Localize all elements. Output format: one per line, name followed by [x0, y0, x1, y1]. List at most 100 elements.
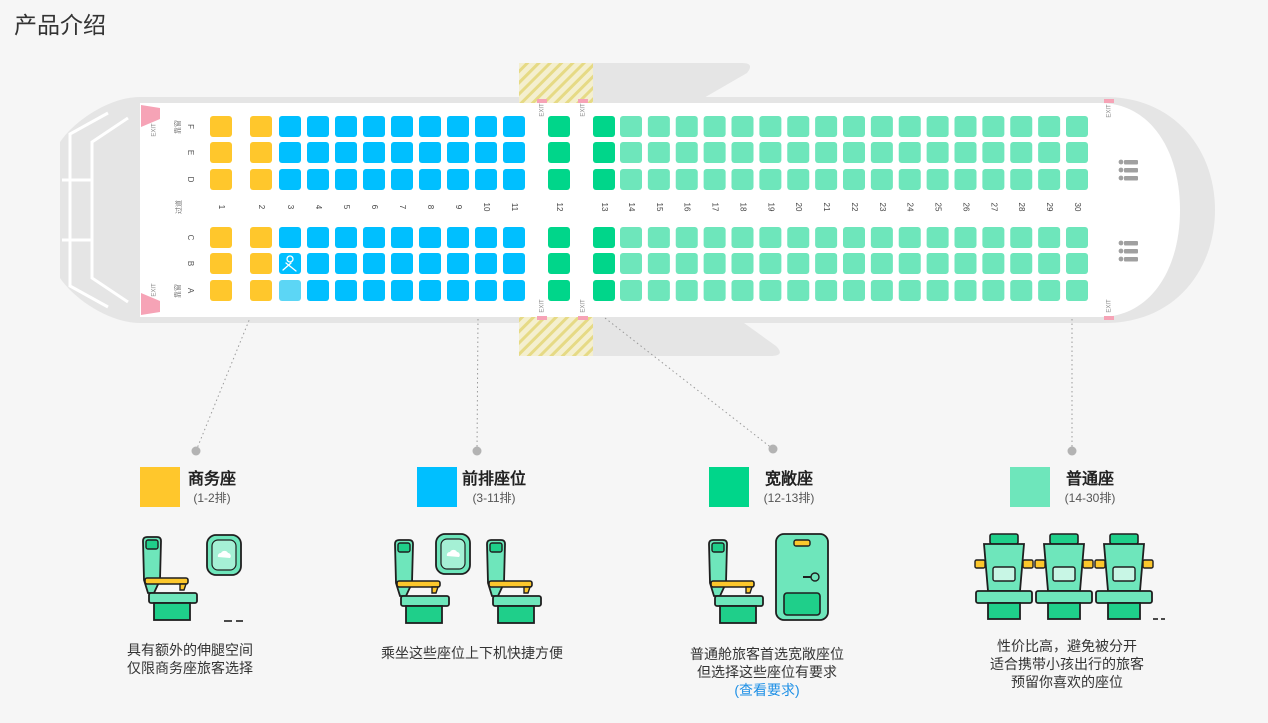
seat-24A[interactable] [898, 280, 921, 301]
seat-5E[interactable] [335, 142, 357, 163]
seat-30B[interactable] [1066, 253, 1088, 274]
seat-15C[interactable] [647, 227, 670, 248]
seat-27C[interactable] [982, 227, 1005, 248]
seat-22C[interactable] [843, 227, 865, 248]
seat-23A[interactable] [870, 280, 893, 301]
seat-4D[interactable] [307, 169, 329, 190]
seat-28B[interactable] [1010, 253, 1033, 274]
seat-7B[interactable] [391, 253, 413, 274]
seat-11C[interactable] [503, 227, 525, 248]
seat-13E[interactable] [593, 142, 615, 163]
seat-4C[interactable] [307, 227, 329, 248]
seat-7F[interactable] [391, 116, 413, 137]
seat-19E[interactable] [759, 142, 782, 163]
seat-19D[interactable] [759, 169, 782, 190]
seat-1C[interactable] [210, 227, 232, 248]
seat-1F[interactable] [210, 116, 232, 137]
seat-21E[interactable] [815, 142, 838, 163]
seat-5D[interactable] [335, 169, 357, 190]
seat-20C[interactable] [787, 227, 810, 248]
seat-27F[interactable] [982, 116, 1005, 137]
seat-26C[interactable] [954, 227, 977, 248]
seat-28A[interactable] [1010, 280, 1033, 301]
seat-24C[interactable] [898, 227, 921, 248]
seat-25B[interactable] [926, 253, 949, 274]
seat-29A[interactable] [1038, 280, 1061, 301]
seat-10C[interactable] [475, 227, 497, 248]
seat-10E[interactable] [475, 142, 497, 163]
seat-14B[interactable] [620, 253, 642, 274]
seat-22D[interactable] [843, 169, 865, 190]
seat-6A[interactable] [363, 280, 385, 301]
seat-23B[interactable] [870, 253, 893, 274]
seat-29F[interactable] [1038, 116, 1061, 137]
seat-7C[interactable] [391, 227, 413, 248]
seat-24B[interactable] [898, 253, 921, 274]
seat-28D[interactable] [1010, 169, 1033, 190]
seat-20E[interactable] [787, 142, 810, 163]
seat-11D[interactable] [503, 169, 525, 190]
seat-7D[interactable] [391, 169, 413, 190]
seat-12B[interactable] [548, 253, 570, 274]
seat-2E[interactable] [250, 142, 272, 163]
seat-13C[interactable] [593, 227, 615, 248]
seat-8A[interactable] [419, 280, 441, 301]
seat-21A[interactable] [815, 280, 838, 301]
seat-10A[interactable] [475, 280, 497, 301]
seat-2B[interactable] [250, 253, 272, 274]
seat-14C[interactable] [620, 227, 642, 248]
seat-15F[interactable] [647, 116, 670, 137]
seat-24D[interactable] [898, 169, 921, 190]
seat-18C[interactable] [731, 227, 754, 248]
seat-7E[interactable] [391, 142, 413, 163]
seat-25A[interactable] [926, 280, 949, 301]
seat-3D[interactable] [279, 169, 301, 190]
seat-6F[interactable] [363, 116, 385, 137]
seat-11E[interactable] [503, 142, 525, 163]
seat-25E[interactable] [926, 142, 949, 163]
seat-5C[interactable] [335, 227, 357, 248]
seat-11F[interactable] [503, 116, 525, 137]
seat-29E[interactable] [1038, 142, 1061, 163]
seat-24F[interactable] [898, 116, 921, 137]
seat-22E[interactable] [843, 142, 865, 163]
seat-22F[interactable] [843, 116, 865, 137]
seat-4A[interactable] [307, 280, 329, 301]
seat-18B[interactable] [731, 253, 754, 274]
seat-30A[interactable] [1066, 280, 1088, 301]
seat-8D[interactable] [419, 169, 441, 190]
seat-8E[interactable] [419, 142, 441, 163]
seat-26D[interactable] [954, 169, 977, 190]
seat-17B[interactable] [703, 253, 726, 274]
seat-8B[interactable] [419, 253, 441, 274]
seat-27D[interactable] [982, 169, 1005, 190]
seat-12C[interactable] [548, 227, 570, 248]
seat-9A[interactable] [447, 280, 469, 301]
seat-16D[interactable] [675, 169, 698, 190]
seat-21D[interactable] [815, 169, 838, 190]
seat-15D[interactable] [647, 169, 670, 190]
seat-30D[interactable] [1066, 169, 1088, 190]
seat-19F[interactable] [759, 116, 782, 137]
seat-8C[interactable] [419, 227, 441, 248]
seat-6E[interactable] [363, 142, 385, 163]
seat-3C[interactable] [279, 227, 301, 248]
seat-16A[interactable] [675, 280, 698, 301]
seat-16E[interactable] [675, 142, 698, 163]
seat-2F[interactable] [250, 116, 272, 137]
seat-1B[interactable] [210, 253, 232, 274]
seat-4F[interactable] [307, 116, 329, 137]
seat-23F[interactable] [870, 116, 893, 137]
seat-20F[interactable] [787, 116, 810, 137]
seat-17A[interactable] [703, 280, 726, 301]
seat-29D[interactable] [1038, 169, 1061, 190]
seat-20A[interactable] [787, 280, 810, 301]
seat-14A[interactable] [620, 280, 642, 301]
seat-5A[interactable] [335, 280, 357, 301]
seat-22A[interactable] [843, 280, 865, 301]
seat-20D[interactable] [787, 169, 810, 190]
seat-4B[interactable] [307, 253, 329, 274]
seat-17F[interactable] [703, 116, 726, 137]
seat-25F[interactable] [926, 116, 949, 137]
seat-30C[interactable] [1066, 227, 1088, 248]
